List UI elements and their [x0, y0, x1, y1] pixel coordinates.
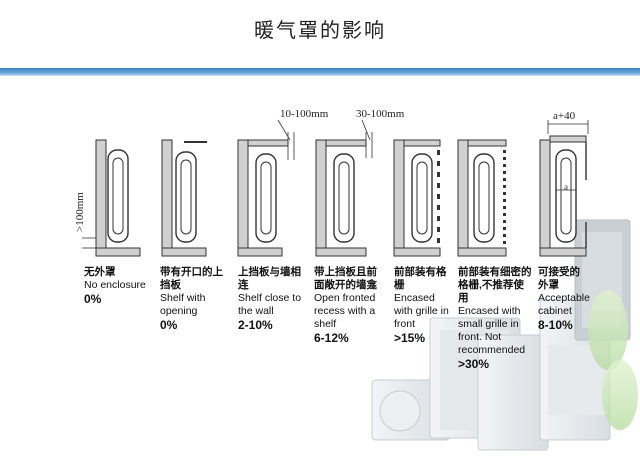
caption-open-recess: 带上挡板且前面敞开的墙龛 Open fronted recess with a … — [314, 266, 377, 345]
dimension-label: a+40 — [553, 110, 576, 122]
caption-grille-front: 前部装有格栅 Encased with grille in front >15% — [394, 266, 449, 345]
diagram-shelf-with-opening — [161, 139, 207, 257]
dimension-label: 30-100mm — [356, 108, 405, 120]
caption-no-enclosure: 无外罩 No enclosure 0% — [84, 266, 146, 306]
diagram-acceptable-cabinet — [539, 120, 589, 257]
page-title: 暖气罩的影响 — [254, 18, 386, 42]
hvac-units-illustration — [371, 219, 638, 451]
dimension-label: a — [564, 182, 568, 192]
caption-shelf-with-opening: 带有开口的上挡板 Shelf with opening 0% — [160, 266, 223, 332]
diagram-open-recess — [315, 119, 373, 257]
dimension-label: >100mm — [74, 192, 86, 232]
dimension-label: 10-100mm — [280, 108, 329, 120]
diagram-shelf-close-to-wall — [237, 119, 295, 257]
diagram-small-grille — [457, 139, 507, 257]
caption-shelf-close-to-wall: 上挡板与墙相连 Shelf close to the wall 2-10% — [238, 266, 302, 332]
caption-small-grille: 前部装有细密的格栅,不推荐使用 Encased with small grill… — [458, 266, 532, 371]
diagram-grille-front — [393, 139, 441, 257]
caption-acceptable-cabinet: 可接受的外罩 Acceptable cabinet 8-10% — [538, 266, 590, 332]
header-bar — [0, 68, 640, 76]
diagram-no-enclosure — [82, 139, 141, 257]
